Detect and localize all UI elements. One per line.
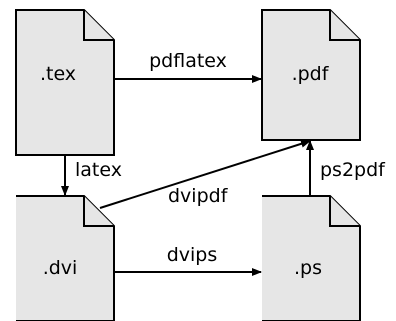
dvips-label: dvips	[167, 244, 218, 266]
ps2pdf-label: ps2pdf	[320, 159, 386, 181]
tex-file-label: .tex	[40, 63, 76, 85]
pdf-file-node: .pdf	[261, 9, 361, 141]
dvi-file-label: .dvi	[43, 257, 78, 279]
ps-file-node: .ps	[262, 195, 361, 321]
latex-label: latex	[75, 159, 122, 181]
tex-file-node: .tex	[15, 9, 115, 156]
pdf-file-label: .pdf	[292, 63, 330, 85]
dvipdf-arrow	[99, 139, 311, 209]
dvipdf-label: dvipdf	[168, 185, 229, 207]
pdflatex-label: pdflatex	[149, 50, 227, 72]
ps-file-label: .ps	[294, 257, 322, 279]
dvi-file-node: .dvi	[16, 195, 115, 321]
